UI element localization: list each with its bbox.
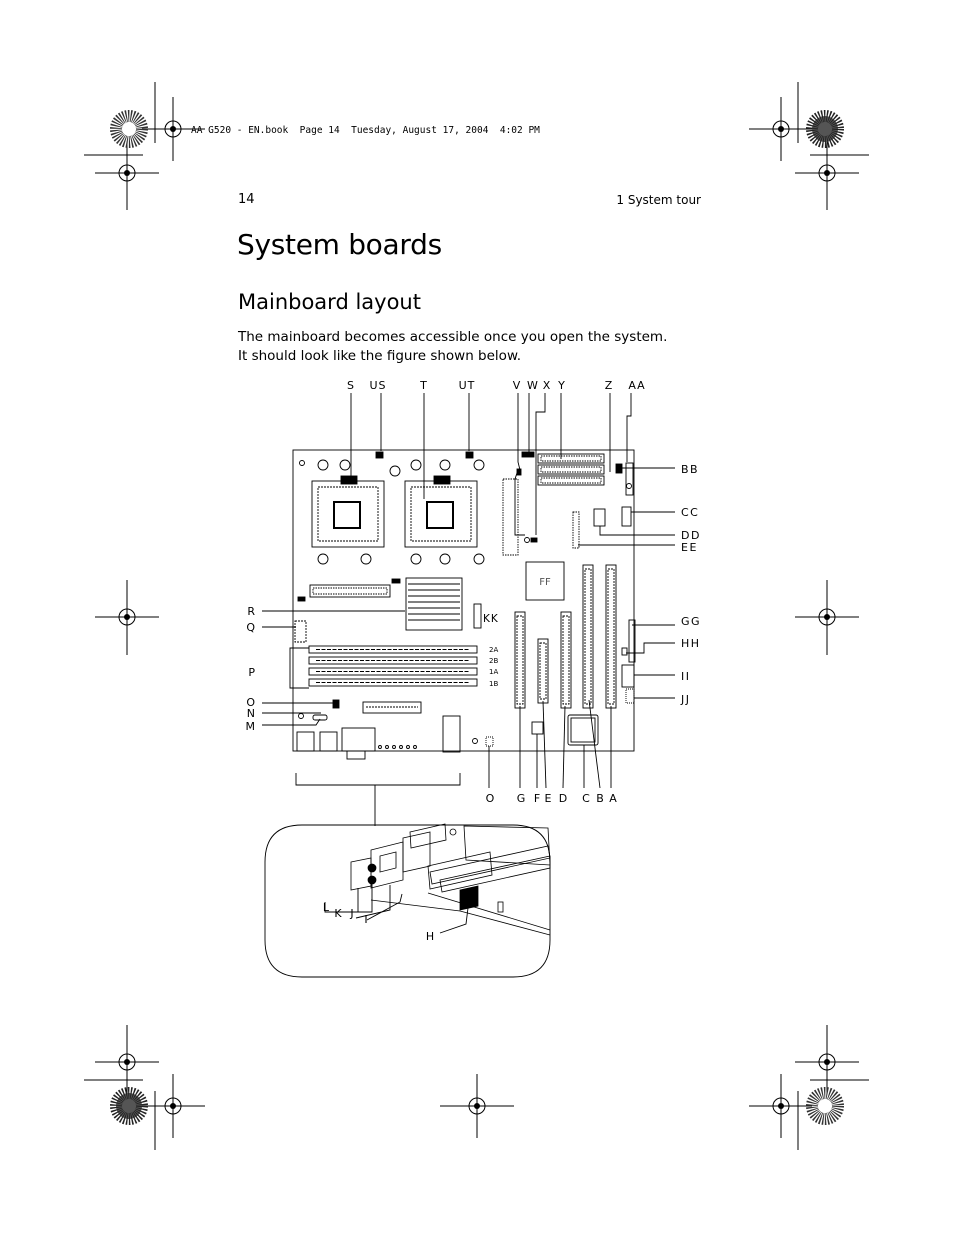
callout-a: A [609, 792, 617, 805]
inset-callout-j: J [349, 907, 353, 920]
callout-f: F [534, 792, 540, 805]
dimm-slots [308, 645, 478, 687]
callout-x: X [543, 379, 552, 392]
chipset-ff [525, 561, 565, 601]
callout-z: Z [605, 379, 614, 392]
cpu-socket-1 [311, 475, 385, 548]
callout-o-left: O [246, 696, 255, 709]
callout-g: G [517, 792, 526, 805]
page-number: 14 [238, 192, 255, 207]
print-slug: AA G520 - EN.book Page 14 Tuesday, Augus… [191, 125, 540, 136]
callout-q: Q [246, 621, 255, 634]
callout-w: W [527, 379, 539, 392]
label-ff: FF [539, 577, 551, 588]
callout-us: US [369, 379, 386, 392]
callout-cc: CC [681, 506, 699, 519]
inset-callout-h: H [426, 930, 434, 943]
section-title: Mainboard layout [238, 290, 421, 314]
rear-io-inset-drawing [350, 823, 551, 936]
callout-b: B [596, 792, 604, 805]
callout-v: V [513, 379, 522, 392]
board-outline [292, 449, 635, 752]
inset-callout-i: I [364, 913, 367, 926]
star-target-top-left [110, 110, 148, 148]
callout-o-bottom: O [486, 792, 495, 805]
callout-m: M [246, 720, 256, 733]
inset-callout-k: K [334, 907, 342, 920]
label-kk: KK [483, 613, 499, 625]
star-target-top-right [806, 110, 844, 148]
running-head: 1 System tour [616, 193, 701, 207]
star-target-bottom-left [110, 1087, 148, 1125]
callout-gg: GG [681, 615, 701, 628]
callout-dd: DD [681, 529, 701, 542]
cpu-socket-2 [404, 475, 478, 548]
callout-ut: UT [459, 379, 476, 392]
callout-d: D [559, 792, 567, 805]
callout-t: T [419, 379, 428, 392]
callout-e: E [545, 792, 552, 805]
heatsink [405, 577, 463, 631]
callout-ee: EE [681, 541, 698, 554]
callout-bb: BB [681, 463, 699, 476]
callout-ii: II [681, 670, 691, 683]
callout-r: R [247, 605, 255, 618]
callout-n: N [247, 707, 255, 720]
callout-hh: HH [681, 637, 701, 650]
dimm-label-1a: 1A [489, 668, 498, 676]
callout-jj: JJ [680, 693, 691, 706]
callout-s: S [347, 379, 355, 392]
callout-c: C [582, 792, 590, 805]
page-title: System boards [237, 228, 442, 261]
dimm-label-2b: 2B [489, 657, 498, 665]
intro-paragraph: The mainboard becomes accessible once yo… [238, 329, 668, 364]
callout-p: P [248, 666, 255, 679]
dimm-label-1b: 1B [489, 680, 498, 688]
callout-aa: AA [628, 379, 645, 392]
dimm-label-2a: 2A [489, 646, 498, 654]
callout-y: Y [557, 379, 566, 392]
rear-io-inset-frame [264, 824, 551, 978]
inset-callout-l: L [323, 901, 330, 914]
ide-connectors [537, 453, 605, 486]
star-target-bottom-right [806, 1087, 844, 1125]
